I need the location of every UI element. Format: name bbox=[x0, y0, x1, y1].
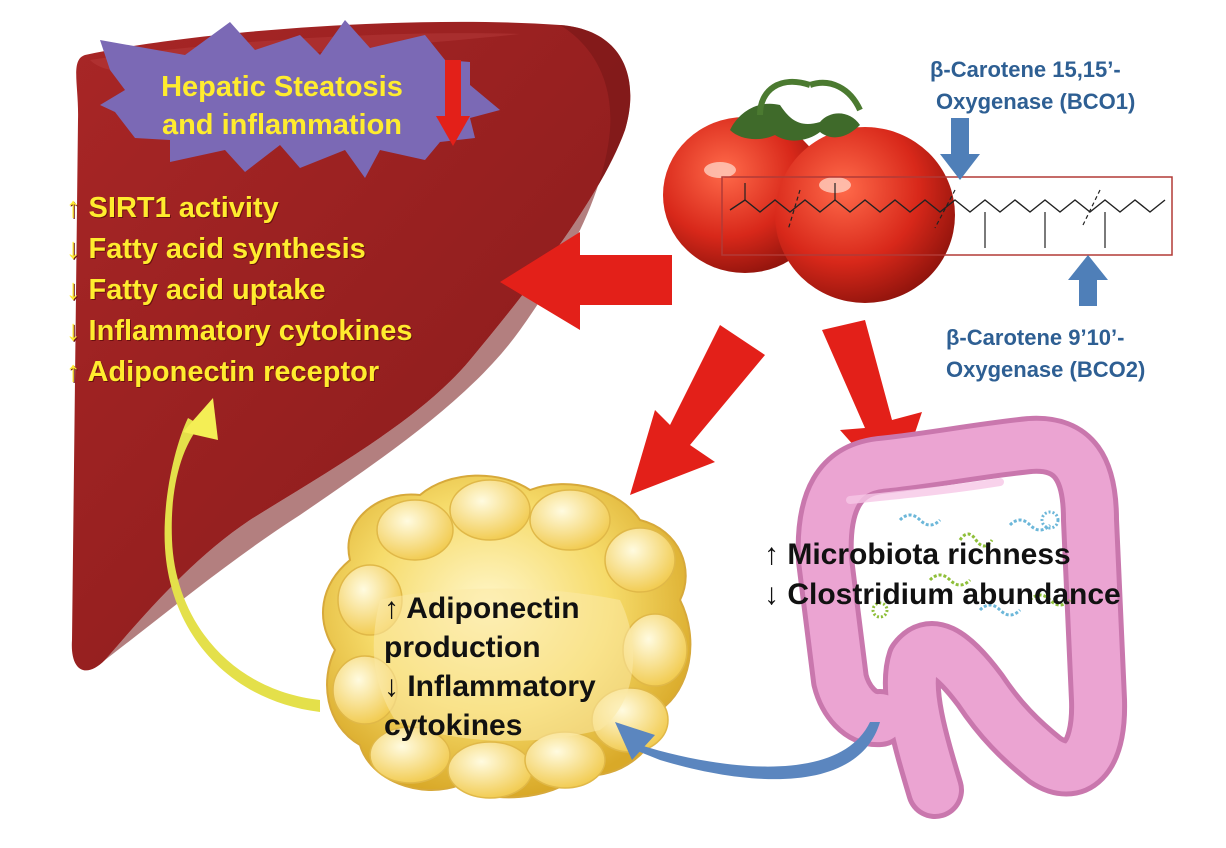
adipose-line-1: ↑ Adiponectin bbox=[384, 592, 580, 625]
lycopene-structure-icon bbox=[721, 176, 1173, 256]
starburst-shape bbox=[100, 20, 500, 178]
bco1-label-line-2: Oxygenase (BCO1) bbox=[936, 89, 1136, 114]
bco1-label-line-1: β-Carotene 15,15’- bbox=[930, 57, 1121, 82]
liver-effect-2: ↓ Fatty acid synthesis bbox=[66, 233, 366, 265]
adipose-to-liver-arrow-icon bbox=[164, 398, 320, 712]
bco2-arrow-icon bbox=[1068, 255, 1108, 306]
tomato-to-liver-arrow-icon bbox=[500, 232, 672, 330]
starburst-line-1: Hepatic Steatosis bbox=[161, 71, 403, 103]
bco1-arrow-icon bbox=[940, 118, 980, 180]
bco2-label-line-1: β-Carotene 9’10’- bbox=[946, 325, 1125, 350]
adipose-line-3: ↓ Inflammatory bbox=[384, 670, 596, 703]
gut-line-1: ↑ Microbiota richness bbox=[764, 538, 1071, 571]
microbiota-icon bbox=[871, 510, 1072, 619]
intestine-icon bbox=[795, 415, 1128, 819]
tomato-to-adipose-arrow-icon bbox=[630, 325, 765, 495]
liver-effect-1: ↑ SIRT1 activity bbox=[66, 192, 279, 224]
adipose-line-4: cytokines bbox=[384, 709, 523, 742]
gut-line-2: ↓ Clostridium abundance bbox=[764, 578, 1121, 611]
liver-effect-4: ↓ Inflammatory cytokines bbox=[66, 315, 413, 347]
starburst-line-2: and inflammation bbox=[161, 109, 403, 141]
gut-to-adipose-arrow-icon bbox=[615, 722, 880, 780]
liver-effect-5: ↑ Adiponectin receptor bbox=[66, 356, 380, 388]
tomato-icon bbox=[663, 78, 955, 303]
bco2-label-line-2: Oxygenase (BCO2) bbox=[946, 357, 1146, 382]
adipose-tissue-icon bbox=[322, 474, 692, 799]
adipose-line-2: production bbox=[384, 631, 541, 664]
decrease-arrow-icon bbox=[436, 60, 470, 146]
liver-effect-3: ↓ Fatty acid uptake bbox=[66, 274, 326, 306]
